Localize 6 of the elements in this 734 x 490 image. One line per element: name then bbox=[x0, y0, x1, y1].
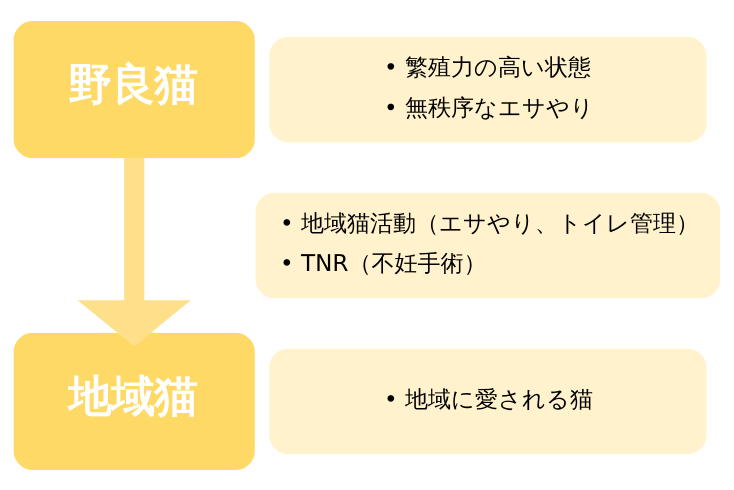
node-box: • 繁殖力の高い状態 • 無秩序なエサやり bbox=[269, 36, 707, 142]
arrow bbox=[78, 157, 191, 346]
node-box: • 地域に愛される猫 bbox=[269, 348, 707, 454]
node-box: 野良猫 bbox=[14, 20, 255, 158]
node-box: 地域猫 bbox=[14, 332, 255, 470]
node-box: • 地域猫活動（エサやり、トイレ管理） • TNR（不妊手術） bbox=[256, 192, 720, 298]
